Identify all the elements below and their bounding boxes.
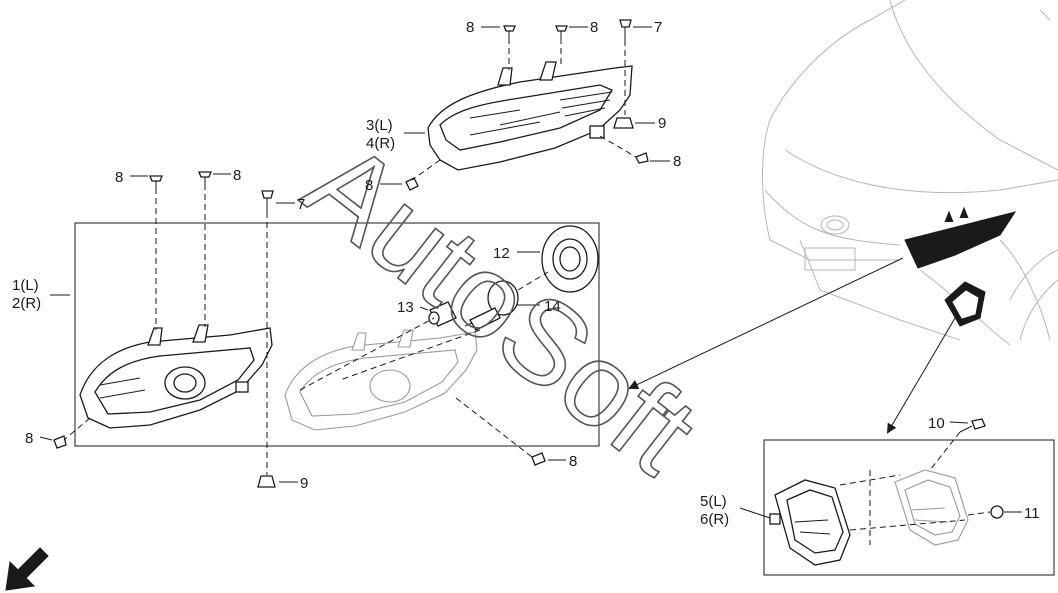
fasteners <box>53 19 1004 519</box>
main-headlamp-part <box>79 324 273 429</box>
callout-8-left-top-a: 8 <box>115 169 123 186</box>
callout-1-left: 1(L) <box>12 277 39 294</box>
watermark-text: AutoSoft <box>282 116 720 499</box>
callout-labels: 8 8 7 9 8 8 3(L) 4(R) 8 8 7 1(L) 2(R) 8 … <box>12 19 1040 528</box>
callout-12: 12 <box>493 245 510 262</box>
callout-8-top-left: 8 <box>466 19 474 36</box>
callout-9-bottom: 9 <box>300 475 308 492</box>
front-direction-arrow-icon <box>5 547 49 591</box>
callout-8-upper-left: 8 <box>365 177 373 194</box>
headlamp-assembly-frame <box>74 222 600 447</box>
callout-8-lower-right: 8 <box>569 453 577 470</box>
ghost-headlamp-part <box>284 329 478 431</box>
callout-8-lower-left: 8 <box>25 430 33 447</box>
callout-2-right: 2(R) <box>12 295 41 312</box>
callout-14: 14 <box>544 298 561 315</box>
leader-lines <box>39 26 1022 545</box>
callout-8-top-right: 8 <box>590 19 598 36</box>
ghost-foglamp-part <box>894 469 969 546</box>
callout-6-right: 6(R) <box>700 511 729 528</box>
callout-10: 10 <box>928 415 945 432</box>
callout-7-left: 7 <box>297 196 305 213</box>
callout-8-upper-right: 8 <box>673 153 681 170</box>
callout-5-left: 5(L) <box>700 493 727 510</box>
callout-7-top: 7 <box>654 19 662 36</box>
callout-13: 13 <box>397 299 414 316</box>
arrow-to-headlamp <box>628 257 904 390</box>
foglamp-part <box>769 479 851 566</box>
callout-9-top: 9 <box>658 115 666 132</box>
seal-cap-part <box>541 225 599 293</box>
callout-3-left: 3(L) <box>366 117 393 134</box>
car-foglamp-highlight <box>944 281 986 327</box>
foglamp-assembly-frame <box>763 439 1055 576</box>
car-headlamp-highlight <box>904 211 1017 269</box>
car-front-outline <box>762 0 1058 346</box>
upper-headlamp-part <box>427 61 633 171</box>
callout-4-right: 4(R) <box>366 135 395 152</box>
callout-8-left-top-b: 8 <box>233 167 241 184</box>
bulb-part <box>464 280 519 331</box>
arrow-to-foglamp <box>886 317 956 434</box>
callout-11: 11 <box>1024 505 1040 522</box>
